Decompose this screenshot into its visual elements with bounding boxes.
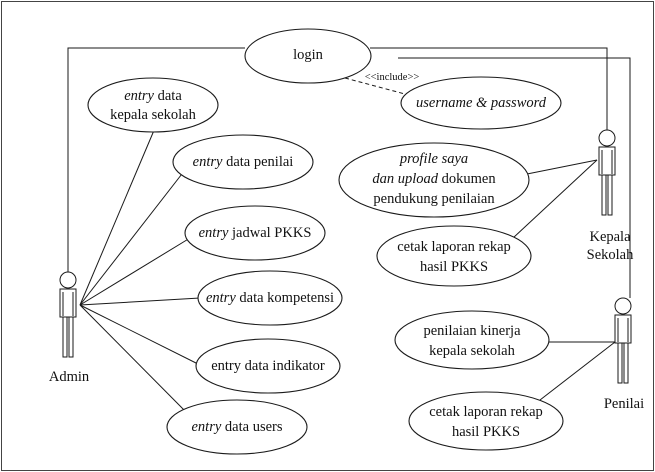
actor-kepala-body — [598, 146, 616, 176]
actor-penilai-head — [614, 297, 632, 315]
usecase-entry-penilai[interactable]: entry data penilai — [172, 134, 314, 190]
actor-admin-leg — [62, 316, 68, 358]
usecase-cetak-penilai-line1: cetak laporan rekap — [429, 404, 543, 420]
usecase-entry-kompetensi-shape — [197, 270, 343, 326]
usecase-cetak-kepala-line2: hasil PKKS — [420, 259, 488, 275]
admin-entry-penilai-link — [79, 169, 186, 306]
actor-admin-label: Admin — [49, 369, 90, 385]
usecase-entry-kepala-line2: kepala sekolah — [110, 107, 197, 123]
usecase-entry-kompetensi-label: entry data kompetensi — [206, 290, 334, 306]
usecase-profile-line3: pendukung penilaian — [373, 191, 495, 207]
usecase-username-shape — [400, 76, 562, 130]
usecase-entry-penilai-label: entry data penilai — [193, 154, 294, 170]
usecase-cetak-penilai-line2: hasil PKKS — [452, 424, 520, 440]
actor-penilai-leg — [623, 342, 629, 384]
usecase-login-shape — [244, 28, 372, 84]
usecase-login-label: login — [293, 47, 324, 63]
connectors — [67, 47, 631, 417]
actor-penilai-label: Penilai — [604, 396, 644, 412]
kepala-login-link — [370, 47, 608, 130]
penilai-login-link — [398, 57, 631, 298]
actor-kepala-sekolah[interactable]: Kepala Sekolah — [587, 129, 634, 263]
usecase-profile-upload[interactable]: profile saya dan upload dokumen pendukun… — [338, 142, 530, 218]
usecase-entry-jadwal-shape — [184, 205, 326, 261]
usecase-login[interactable]: login — [244, 28, 372, 84]
usecase-profile-shape — [338, 142, 530, 218]
usecase-entry-kepala-line1: entry data — [124, 88, 182, 104]
usecase-penilaian-line2: kepala sekolah — [429, 343, 516, 359]
actor-admin[interactable]: Admin — [49, 271, 90, 385]
usecase-entry-indikator-shape — [195, 338, 341, 394]
usecase-entry-penilai-shape — [172, 134, 314, 190]
kepala-profile-link — [526, 159, 598, 175]
actor-kepala-head — [598, 129, 616, 147]
actor-admin-body — [59, 288, 77, 318]
usecase-username-label: username & password — [416, 95, 547, 111]
actor-admin-leg — [68, 316, 74, 358]
admin-entry-users-link — [79, 304, 191, 417]
usecase-entry-kepala-sekolah[interactable]: entry data kepala sekolah — [87, 77, 219, 133]
admin-entry-kompetensi-link — [79, 297, 201, 306]
include-stereotype: <<include>> — [365, 72, 420, 83]
usecase-entry-users-shape — [166, 399, 308, 455]
admin-entry-kepala-link — [79, 127, 156, 306]
admin-entry-indikator-link — [79, 304, 199, 365]
usecase-entry-jadwal-label: entry jadwal PKKS — [199, 225, 312, 241]
usecase-profile-line2: dan upload dokumen — [372, 171, 496, 187]
usecase-cetak-laporan-kepala[interactable]: cetak laporan rekap hasil PKKS — [376, 225, 532, 287]
usecase-entry-jadwal-pkks[interactable]: entry jadwal PKKS — [184, 205, 326, 261]
usecase-profile-line1: profile saya — [399, 151, 468, 167]
admin-login-link — [67, 47, 245, 272]
usecase-entry-kompetensi[interactable]: entry data kompetensi — [197, 270, 343, 326]
usecase-entry-indikator[interactable]: entry data indikator — [195, 338, 341, 394]
usecase-entry-users-label: entry data users — [192, 419, 283, 435]
actor-kepala-label-line1: Kepala — [589, 229, 631, 245]
usecase-entry-indikator-label: entry data indikator — [211, 358, 325, 374]
usecase-cetak-kepala-shape — [376, 225, 532, 287]
usecase-entry-users[interactable]: entry data users — [166, 399, 308, 455]
penilai-cetak-link — [539, 341, 616, 401]
usecase-username-password[interactable]: username & password — [400, 76, 562, 130]
usecase-cetak-laporan-penilai[interactable]: cetak laporan rekap hasil PKKS — [408, 391, 564, 451]
kepala-cetak-link — [512, 159, 598, 239]
actor-penilai-leg — [617, 342, 623, 384]
usecase-penilaian-shape — [394, 310, 550, 370]
actor-kepala-leg — [601, 174, 607, 216]
usecase-cetak-penilai-shape — [408, 391, 564, 451]
actor-kepala-label-line2: Sekolah — [587, 247, 634, 263]
usecase-penilaian-line1: penilaian kinerja — [423, 323, 521, 339]
actor-kepala-leg — [607, 174, 613, 216]
actor-penilai[interactable]: Penilai — [604, 297, 644, 412]
usecase-penilaian-kinerja[interactable]: penilaian kinerja kepala sekolah — [394, 310, 550, 370]
usecase-cetak-kepala-line1: cetak laporan rekap — [397, 239, 511, 255]
actor-admin-head — [59, 271, 77, 289]
actor-penilai-body — [614, 314, 632, 344]
usecase-entry-kepala-shape — [87, 77, 219, 133]
admin-entry-jadwal-link — [79, 237, 191, 306]
